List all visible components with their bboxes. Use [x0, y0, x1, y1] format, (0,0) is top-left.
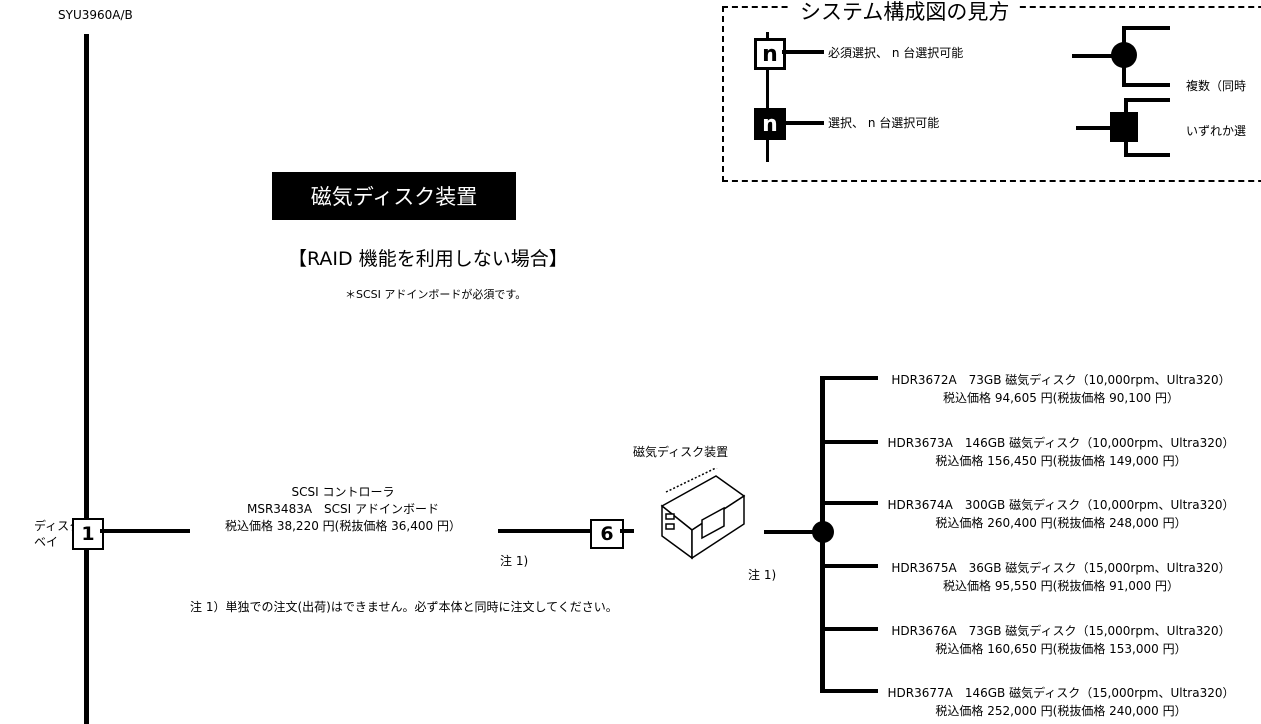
branch-line [820, 501, 878, 505]
bay-label: ディスク ベイ [34, 518, 81, 550]
mandatory-symbol: n [754, 38, 786, 70]
bay-label-line2: ベイ [34, 535, 59, 549]
controller-block: SCSI コントローラ MSR3483A SCSI アドインボード 税込価格 3… [198, 484, 488, 535]
controller-title: SCSI コントローラ [291, 485, 395, 499]
disk-option: HDR3675A 36GB 磁気ディスク（15,000rpm、Ultra320）… [876, 559, 1246, 595]
legend-connector [1124, 98, 1128, 156]
disk-option-price: 税込価格 160,650 円(税抜価格 153,000 円） [935, 642, 1187, 656]
section-subtitle: 【RAID 機能を利用しない場合】 [288, 248, 568, 270]
branch-line [820, 564, 878, 568]
branch-line [820, 689, 878, 693]
legend-connector [786, 121, 824, 125]
connector-line [498, 529, 590, 533]
disk-option-name: HDR3673A 146GB 磁気ディスク（10,000rpm、Ultra320… [887, 436, 1235, 450]
main-trunk-line [84, 34, 89, 724]
disk-option: HDR3677A 146GB 磁気ディスク（15,000rpm、Ultra320… [876, 684, 1246, 720]
disk-option: HDR3676A 73GB 磁気ディスク（15,000rpm、Ultra320）… [876, 622, 1246, 658]
legend-connector [1072, 54, 1132, 58]
either-label: いずれか選 [1186, 124, 1247, 138]
disk-option-price: 税込価格 260,400 円(税抜価格 248,000 円） [935, 516, 1187, 530]
bay-label-line1: ディスク [34, 519, 82, 533]
branch-line [820, 440, 878, 444]
disk-option-name: HDR3676A 73GB 磁気ディスク（15,000rpm、Ultra320） [891, 624, 1231, 638]
disk-option: HDR3674A 300GB 磁気ディスク（10,000rpm、Ultra320… [876, 496, 1246, 532]
connector-line [764, 530, 824, 534]
optional-symbol: n [754, 108, 786, 140]
disk-option-name: HDR3674A 300GB 磁気ディスク（10,000rpm、Ultra320… [887, 498, 1235, 512]
optional-label: 選択、 n 台選択可能 [828, 116, 940, 130]
legend-connector [1124, 153, 1170, 157]
legend-connector [1124, 98, 1170, 102]
bay-count-box: 1 [72, 518, 104, 550]
branch-line [820, 627, 878, 631]
legend-connector [1122, 26, 1170, 30]
mandatory-label: 必須選択、 n 台選択可能 [828, 46, 964, 60]
disk-option-price: 税込価格 156,450 円(税抜価格 149,000 円） [935, 454, 1187, 468]
legend-connector [1122, 83, 1170, 87]
connector-line [100, 529, 190, 533]
legend [722, 6, 1261, 182]
model-label: SYU3960A/B [58, 8, 133, 22]
connector-line [620, 529, 634, 533]
controller-model: MSR3483A SCSI アドインボード [246, 502, 440, 516]
disk-option-name: HDR3672A 73GB 磁気ディスク（10,000rpm、Ultra320） [891, 373, 1231, 387]
footnote: 注 1）単独での注文(出荷)はできません。必ず本体と同時に注文してください。 [190, 600, 618, 614]
legend-connector [766, 122, 769, 162]
disk-option-price: 税込価格 94,605 円(税抜価格 90,100 円） [943, 391, 1179, 405]
disk-option: HDR3672A 73GB 磁気ディスク（10,000rpm、Ultra320）… [876, 371, 1246, 407]
disk-option-price: 税込価格 95,550 円(税抜価格 91,000 円） [943, 579, 1179, 593]
disk-option: HDR3673A 146GB 磁気ディスク（10,000rpm、Ultra320… [876, 434, 1246, 470]
multiple-label: 複数（同時 [1186, 79, 1247, 93]
legend-connector [1076, 126, 1126, 130]
disk-option-name: HDR3675A 36GB 磁気ディスク（15,000rpm、Ultra320） [891, 561, 1231, 575]
legend-connector [1122, 26, 1126, 86]
controller-note-ref: 注 1) [500, 554, 529, 568]
legend-connector [782, 50, 824, 54]
branch-line [820, 376, 878, 380]
branch-line [820, 376, 825, 692]
disk-count-box: 6 [590, 519, 624, 549]
section-title: 磁気ディスク装置 [272, 172, 516, 220]
controller-price: 税込価格 38,220 円(税抜価格 36,400 円） [225, 519, 461, 533]
disk-option-name: HDR3677A 146GB 磁気ディスク（15,000rpm、Ultra320… [887, 686, 1235, 700]
legend-title: システム構成図の見方 [790, 0, 1020, 26]
disk-note-ref: 注 1) [748, 568, 777, 582]
disk-unit-label: 磁気ディスク装置 [633, 445, 729, 459]
hard-disk-icon [660, 468, 746, 560]
legend-connector [766, 32, 769, 142]
section-note: ＊SCSI アドインボードが必須です。 [345, 288, 527, 301]
disk-option-price: 税込価格 252,000 円(税抜価格 240,000 円） [935, 704, 1187, 718]
